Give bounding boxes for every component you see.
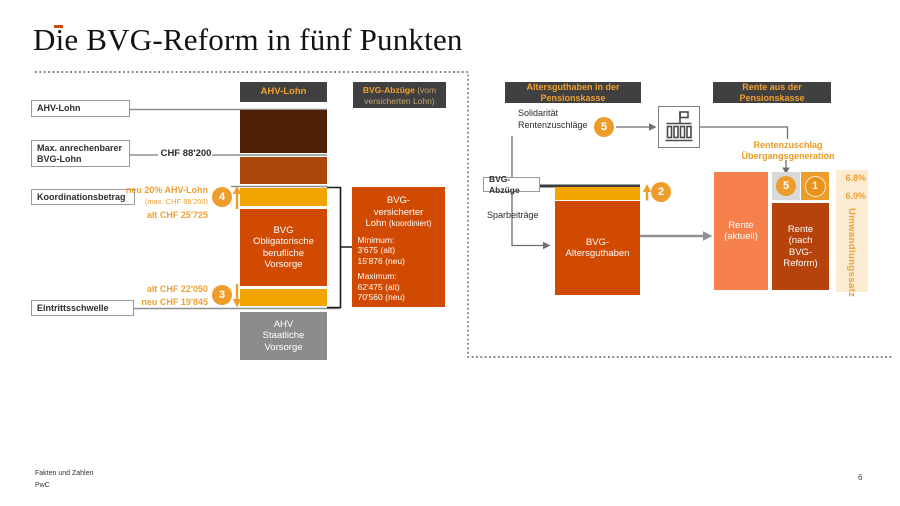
label-bvg-abzuege: BVG-Abzüge [483, 174, 540, 195]
umwandlungssatz-old: 6.8% [845, 173, 866, 183]
column-header-ahv-lohn: AHV-Lohn [240, 82, 327, 102]
label-ahv-lohn: AHV-Lohn [31, 100, 130, 117]
badge-cell-5: 5 [772, 172, 800, 200]
header-rente: Rente aus der Pensionskasse [713, 82, 831, 103]
segment-ueberobligatorium [240, 157, 327, 184]
bvg-altersguthaben-box: BVG- Altersguthaben [555, 201, 640, 295]
footer-subject: Fakten und Zahlen [35, 470, 94, 477]
brand-accent-dash [54, 25, 63, 28]
rentenzuschlag-note: Rentenzuschlag Übergangsgeneration [741, 140, 835, 161]
page-number: 6 [858, 473, 863, 482]
footer-company: PwC [35, 482, 50, 489]
page-title: Die BVG-Reform in fünf Punkten [33, 22, 463, 57]
badge-point-5b: 5 [776, 176, 796, 196]
label-max-bvg-lohn: Max. anrechenbarer BVG-Lohn [31, 140, 130, 167]
sparbeitraege-text: Sparbeiträge [487, 210, 539, 220]
header-altersguthaben: Altersguthaben in der Pensionskasse [505, 82, 641, 103]
rente-nach-reform-box: Rente (nach BVG- Reform) [772, 203, 829, 290]
bvg-versicherter-lohn-box: BVG- versicherter Lohn (koordiniert) Min… [352, 187, 445, 307]
segment-koordination-strip-top [240, 188, 327, 206]
altersguthaben-strip [555, 187, 640, 200]
umwandlungssatz-label: Umwandlungssatz [846, 208, 857, 298]
label-eintrittsschwelle: Eintrittsschwelle [31, 300, 134, 316]
badge-point-4: 4 [212, 187, 232, 207]
column-header-bvg-abzuege: BVG-Abzüge (vom versicherten Lohn) [353, 82, 446, 108]
segment-eintritt-strip-bottom [240, 289, 327, 306]
badge-point-5: 5 [594, 117, 614, 137]
annotation-eintrittsschwelle: alt CHF 22'050 neu CHF 19'845 [141, 284, 208, 307]
solidaritaet-text: Solidarität Rentenzuschläge [518, 108, 588, 130]
label-koordinationsbetrag: Koordinationsbetrag [31, 189, 135, 205]
badge-point-1: 1 [804, 175, 826, 197]
pension-fund-bank-box [658, 106, 700, 148]
segment-ahv-staatlich: AHV Staatliche Vorsorge [240, 312, 327, 360]
annotation-koordinationsbetrag: neu 20% AHV-Lohn (max. CHF 88'200) alt C… [125, 185, 208, 220]
badge-cell-1: 1 [801, 172, 829, 200]
chf-88200-value: CHF 88'200 [160, 148, 212, 159]
badge-point-3: 3 [212, 285, 232, 305]
segment-bvg-obligatorium: BVG Obligatorische berufliche Vorsorge [240, 209, 327, 286]
umwandlungssatz-panel: 6.8% 6.0% Umwandlungssatz [836, 170, 868, 298]
umwandlungssatz-new: 6.0% [845, 191, 866, 201]
rente-aktuell-box: Rente (aktuell) [714, 172, 768, 290]
segment-above-max [240, 110, 327, 153]
footer: Fakten und Zahlen PwC [35, 468, 93, 492]
badge-point-2: 2 [651, 182, 671, 202]
